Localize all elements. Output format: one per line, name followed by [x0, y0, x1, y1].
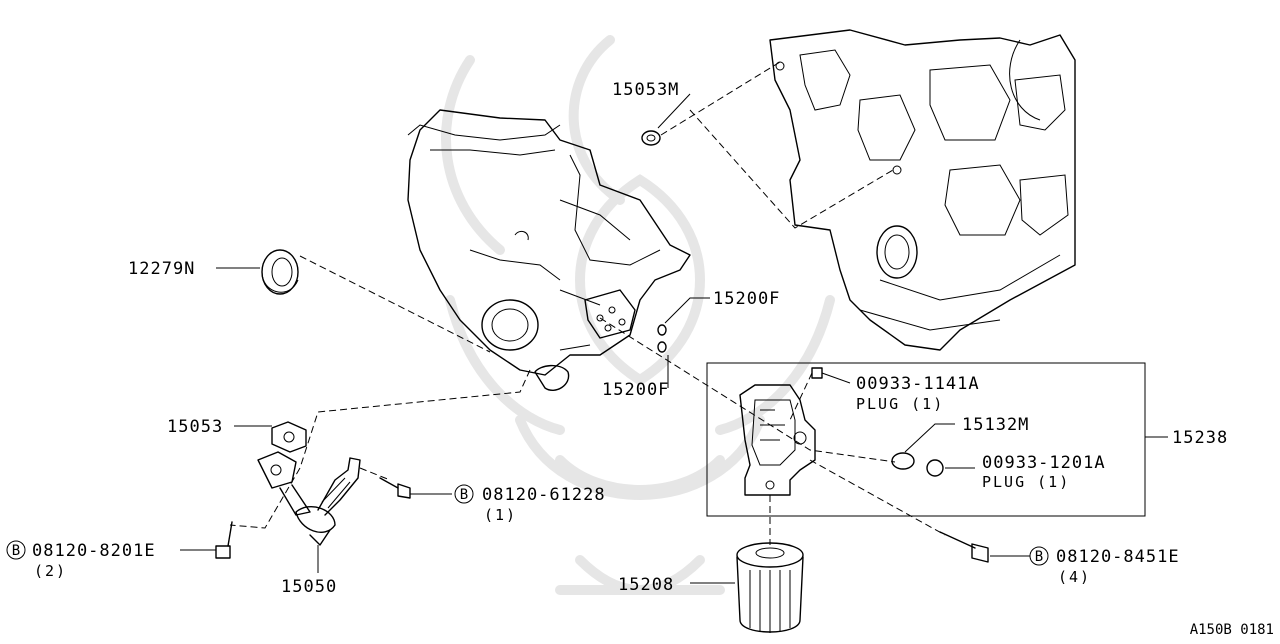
- callout-qty-8201E: (2): [34, 562, 67, 580]
- bolt-08120-61228: [379, 477, 411, 499]
- callout-plug-qty-a: PLUG (1): [856, 395, 944, 413]
- callout-15053M[interactable]: 15053M: [612, 80, 679, 100]
- callout-15053[interactable]: 15053: [167, 417, 223, 437]
- callout-15200F-top[interactable]: 15200F: [713, 289, 780, 309]
- callout-qty-61228: (1): [484, 506, 517, 524]
- callout-qty-8451E: (4): [1058, 568, 1091, 586]
- oil-pump-assembly: [706, 362, 1146, 517]
- reference-code: A150B 0181: [1190, 622, 1274, 638]
- part-15208-oil-filter: [736, 542, 804, 633]
- leader-lines: [180, 93, 1168, 584]
- part-15050-strainer: [257, 451, 361, 546]
- svg-text:B: B: [1035, 549, 1043, 565]
- callout-08120-8451E[interactable]: 08120-8451E: [1056, 547, 1180, 567]
- callout-12279N[interactable]: 12279N: [128, 259, 195, 279]
- callout-00933-1141A[interactable]: 00933-1141A: [856, 374, 980, 394]
- svg-text:B: B: [12, 543, 20, 559]
- watermark-emblem: [441, 35, 835, 595]
- callout-15238[interactable]: 15238: [1172, 428, 1228, 448]
- bolt-08120-8451E: [939, 531, 989, 563]
- callout-15200F-bottom[interactable]: 15200F: [602, 380, 669, 400]
- callout-08120-8201E[interactable]: 08120-8201E: [32, 541, 156, 561]
- front-cover: [407, 109, 691, 391]
- part-15053M-plug: [641, 130, 661, 146]
- callout-15132M[interactable]: 15132M: [962, 415, 1029, 435]
- bolt-08120-8201E: [215, 521, 233, 559]
- callout-plug-qty-b: PLUG (1): [982, 473, 1070, 491]
- callout-15050[interactable]: 15050: [281, 577, 337, 597]
- assembly-lines: [229, 61, 946, 545]
- callout-15208[interactable]: 15208: [618, 575, 674, 595]
- part-12279N-seal: [261, 249, 299, 295]
- bolt-b-marker-icon: B: [6, 540, 26, 560]
- part-15053-gasket: [271, 421, 307, 453]
- bolt-b-marker-icon: B: [454, 484, 474, 504]
- bolt-b-marker-icon: B: [1029, 546, 1049, 566]
- svg-text:B: B: [460, 487, 468, 503]
- callout-00933-1201A[interactable]: 00933-1201A: [982, 453, 1106, 473]
- callout-08120-61228[interactable]: 08120-61228: [482, 485, 606, 505]
- part-15200F-orings: [657, 324, 667, 353]
- engine-block: [769, 29, 1076, 351]
